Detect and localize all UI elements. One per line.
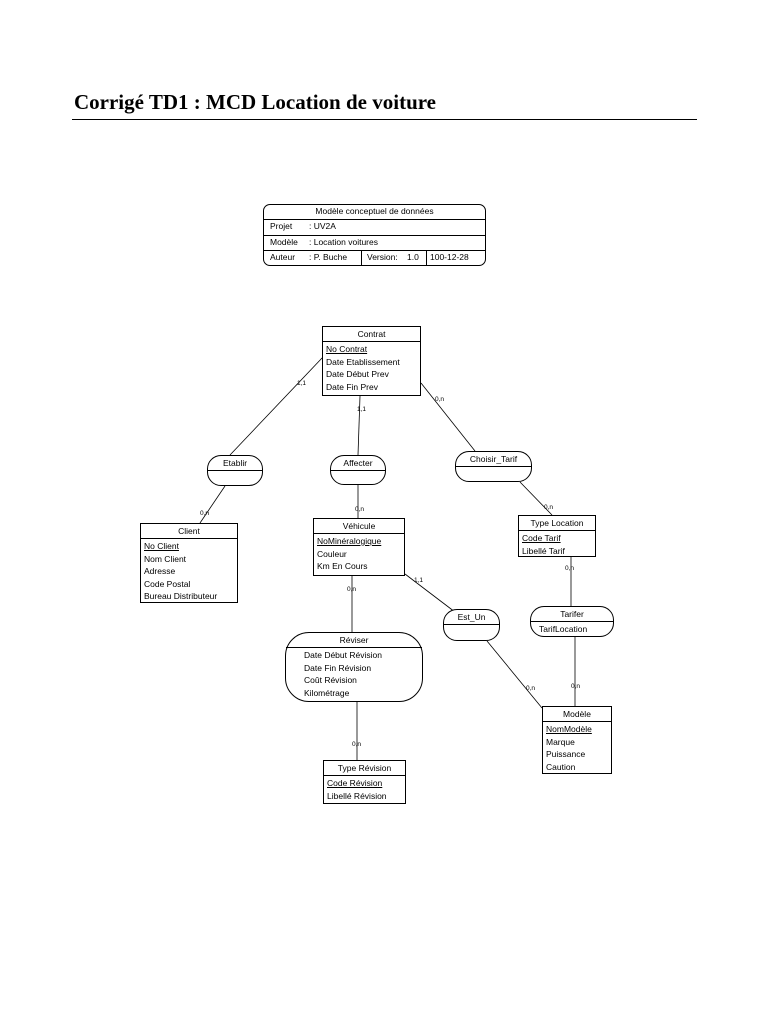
entity-attribute: Adresse bbox=[144, 566, 176, 576]
link-vehicule-estun bbox=[404, 573, 456, 613]
modele-label: Modèle bbox=[270, 237, 298, 247]
association-affecter: Affecter bbox=[330, 455, 386, 485]
entity-type-location: Type Location Code Tarif Libellé Tarif bbox=[518, 515, 596, 557]
entity-vehicule: Véhicule NoMinéralogique Couleur Km En C… bbox=[313, 518, 405, 576]
model-info-block: Modèle conceptuel de données Projet : UV… bbox=[263, 204, 486, 266]
auteur-label: Auteur bbox=[270, 252, 296, 262]
entity-name: Type Révision bbox=[324, 761, 405, 776]
association-tarifer: Tarifer TarifLocation bbox=[530, 606, 614, 637]
entity-attribute: Libellé Révision bbox=[327, 790, 387, 801]
projet-value: : UV2A bbox=[309, 221, 336, 231]
link-estun-modele bbox=[486, 640, 543, 709]
card-vehicule-estun: 1,1 bbox=[414, 577, 423, 584]
link-contrat-affecter bbox=[357, 395, 361, 456]
date-value: 100-12-28 bbox=[430, 252, 469, 262]
entity-attribute: Code Postal bbox=[144, 578, 191, 589]
entity-attribute: No Client bbox=[144, 541, 179, 551]
auteur-value: : P. Buche bbox=[309, 252, 348, 262]
entity-attribute: NomModèle bbox=[546, 724, 592, 734]
association-name: Réviser bbox=[286, 633, 422, 648]
card-contrat-choisir: 0,n bbox=[435, 396, 444, 403]
modele-value: : Location voitures bbox=[309, 237, 378, 247]
association-name: Est_Un bbox=[444, 610, 499, 625]
link-choisir-typeloc bbox=[519, 481, 553, 516]
entity-attribute: Nom Client bbox=[144, 553, 187, 564]
association-attribute: Date Début Révision bbox=[304, 650, 382, 660]
entity-name: Type Location bbox=[519, 516, 595, 531]
card-tarifer-modele: 0,n bbox=[571, 683, 580, 690]
entity-attribute: Date Fin Prev bbox=[326, 381, 378, 392]
entity-attribute: Code Révision bbox=[327, 778, 383, 788]
link-contrat-etablir bbox=[229, 356, 324, 456]
association-name: Etablir bbox=[208, 456, 262, 471]
entity-attribute: Bureau Distributeur bbox=[144, 591, 218, 601]
association-name: Affecter bbox=[331, 456, 385, 471]
entity-contrat: Contrat No Contrat Date Etablissement Da… bbox=[322, 326, 421, 396]
entity-attribute: Libellé Tarif bbox=[522, 545, 565, 556]
title-underline bbox=[72, 119, 697, 120]
entity-attribute: Puissance bbox=[546, 749, 586, 759]
entity-attribute: Date Début Prev bbox=[326, 369, 389, 379]
entity-attribute: Couleur bbox=[317, 548, 347, 559]
entity-name: Véhicule bbox=[314, 519, 404, 534]
link-etablir-client bbox=[199, 485, 226, 524]
card-estun-modele: 0,n bbox=[526, 685, 535, 692]
projet-label: Projet bbox=[270, 221, 293, 231]
card-reviser-typerev: 0,n bbox=[352, 741, 361, 748]
card-vehicule-reviser: 0,n bbox=[347, 586, 356, 593]
entity-attribute: NoMinéralogique bbox=[317, 536, 382, 546]
association-etablir: Etablir bbox=[207, 455, 263, 486]
card-contrat-affecter: 1,1 bbox=[357, 406, 366, 413]
association-attribute: Date Fin Révision bbox=[304, 662, 372, 673]
card-etablir-client: 0,n bbox=[200, 510, 209, 517]
version-label: Version: bbox=[367, 252, 398, 262]
association-choisir-tarif: Choisir_Tarif bbox=[455, 451, 532, 482]
entity-attribute: Km En Cours bbox=[317, 561, 368, 571]
entity-attribute: Date Etablissement bbox=[326, 356, 400, 367]
entity-attribute: Caution bbox=[546, 761, 576, 772]
link-contrat-choisir bbox=[420, 382, 476, 452]
entity-client: Client No Client Nom Client Adresse Code… bbox=[140, 523, 238, 603]
version-value: 1.0 bbox=[407, 252, 419, 262]
association-est-un: Est_Un bbox=[443, 609, 500, 641]
card-affecter-vehicule: 0,n bbox=[355, 506, 364, 513]
entity-attribute: No Contrat bbox=[326, 344, 368, 354]
entity-modele: Modèle NomModèle Marque Puissance Cautio… bbox=[542, 706, 612, 774]
association-attribute: Kilométrage bbox=[304, 687, 350, 698]
association-name: Choisir_Tarif bbox=[456, 452, 531, 467]
model-info-heading: Modèle conceptuel de données bbox=[315, 206, 434, 216]
card-choisir-typeloc: 0,n bbox=[544, 504, 553, 511]
entity-name: Client bbox=[141, 524, 237, 539]
entity-name: Contrat bbox=[323, 327, 420, 342]
card-typeloc-tarifer: 0,n bbox=[565, 565, 574, 572]
association-attribute: TarifLocation bbox=[539, 624, 588, 634]
entity-attribute: Marque bbox=[546, 736, 575, 747]
entity-type-revision: Type Révision Code Révision Libellé Révi… bbox=[323, 760, 406, 804]
association-reviser: Réviser Date Début Révision Date Fin Rév… bbox=[285, 632, 423, 702]
entity-name: Modèle bbox=[543, 707, 611, 722]
page-title: Corrigé TD1 : MCD Location de voiture bbox=[74, 90, 437, 114]
entity-attribute: Code Tarif bbox=[522, 533, 561, 543]
association-name: Tarifer bbox=[531, 607, 613, 622]
card-contrat-etablir: 1,1 bbox=[297, 380, 306, 387]
association-attribute: Coût Révision bbox=[304, 675, 357, 685]
